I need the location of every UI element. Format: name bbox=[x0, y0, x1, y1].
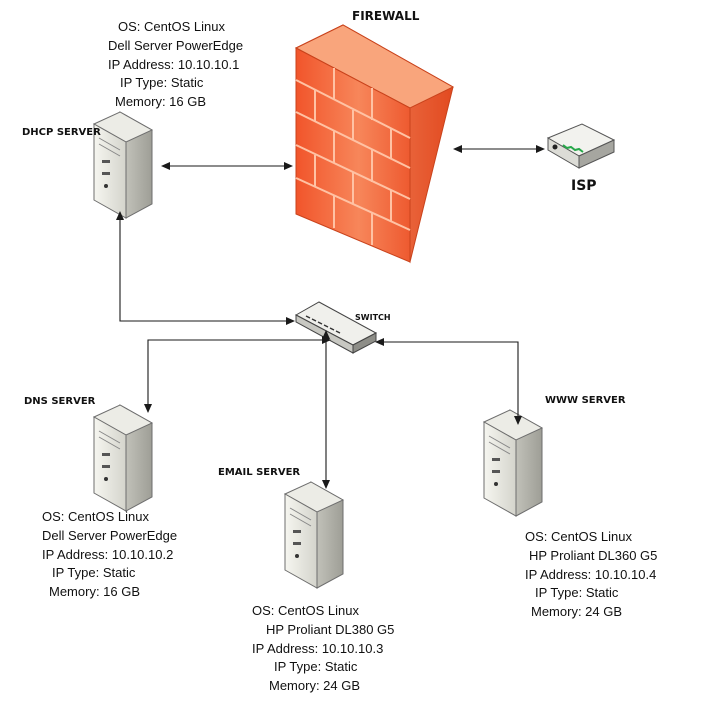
email-server-info: OS: CentOS Linux HP Proliant DL380 G5 IP… bbox=[252, 602, 394, 696]
dns-server-label: DNS SERVER bbox=[24, 396, 96, 407]
switch-www-link bbox=[375, 338, 522, 425]
network-switch-icon bbox=[294, 301, 378, 354]
www-model: HP Proliant DL360 G5 bbox=[529, 547, 658, 563]
www-server-info: OS: CentOS Linux HP Proliant DL360 G5 IP… bbox=[525, 528, 657, 622]
switch-dns-link bbox=[144, 336, 331, 413]
email-os: OS: CentOS Linux bbox=[252, 603, 359, 618]
switch-dhcp-link bbox=[116, 211, 295, 325]
dhcp-server-icon bbox=[93, 111, 153, 219]
email-server-icon bbox=[284, 481, 344, 589]
dns-ip-type: IP Type: Static bbox=[52, 565, 136, 581]
dhcp-memory: Memory: 16 GB bbox=[115, 94, 207, 110]
switch-label: SWITCH bbox=[355, 313, 391, 322]
www-ip-type: IP Type: Static bbox=[535, 585, 619, 601]
email-memory: Memory: 24 GB bbox=[269, 678, 361, 694]
isp-router-icon bbox=[546, 123, 616, 169]
www-os: OS: CentOS Linux bbox=[525, 529, 632, 544]
isp-label: ISP bbox=[571, 178, 597, 194]
dhcp-ip-type: IP Type: Static bbox=[120, 75, 204, 91]
dns-server-info: OS: CentOS Linux Dell Server PowerEdge I… bbox=[42, 508, 177, 602]
www-server-label: WWW SERVER bbox=[545, 395, 626, 406]
email-model: HP Proliant DL380 G5 bbox=[266, 621, 395, 637]
www-memory: Memory: 24 GB bbox=[531, 604, 623, 620]
dns-os: OS: CentOS Linux bbox=[42, 509, 149, 524]
email-ip: IP Address: 10.10.10.3 bbox=[252, 640, 384, 656]
firewall-icon bbox=[294, 24, 455, 264]
www-ip: IP Address: 10.10.10.4 bbox=[525, 566, 657, 582]
dhcp-server-label: DHCP SERVER bbox=[22, 127, 101, 138]
www-server-icon bbox=[483, 409, 543, 517]
dns-memory: Memory: 16 GB bbox=[49, 584, 141, 600]
dhcp-os: OS: CentOS Linux bbox=[118, 19, 225, 34]
email-ip-type: IP Type: Static bbox=[274, 659, 358, 675]
dhcp-ip: IP Address: 10.10.10.1 bbox=[108, 56, 240, 72]
dns-server-icon bbox=[93, 404, 153, 512]
dns-ip: IP Address: 10.10.10.2 bbox=[42, 546, 174, 562]
firewall-label: FIREWALL bbox=[352, 9, 420, 23]
dhcp-server-info: OS: CentOS Linux Dell Server PowerEdge I… bbox=[108, 18, 243, 112]
dhcp-model: Dell Server PowerEdge bbox=[108, 37, 244, 53]
email-server-label: EMAIL SERVER bbox=[218, 467, 301, 478]
dns-model: Dell Server PowerEdge bbox=[42, 527, 178, 543]
